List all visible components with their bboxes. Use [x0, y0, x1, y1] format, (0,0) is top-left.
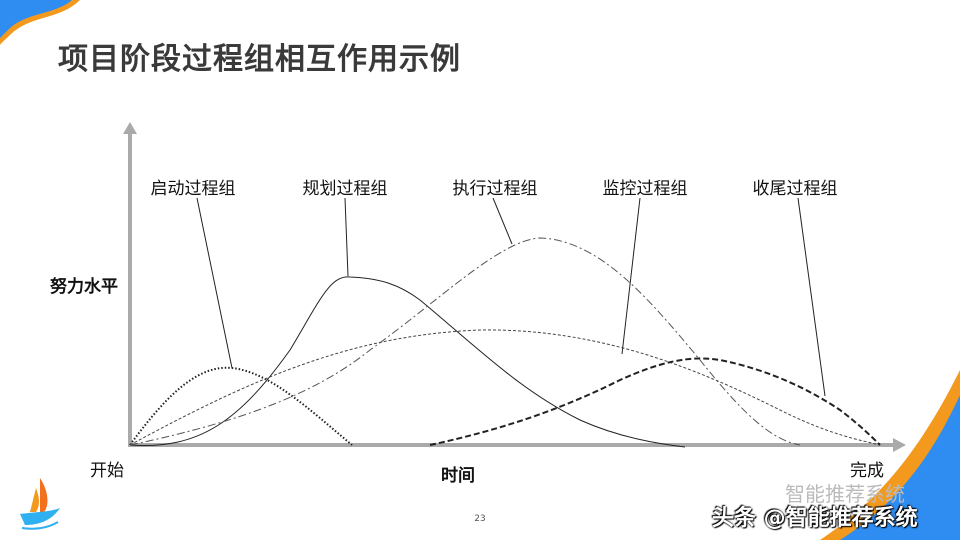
corner-decoration-bottom-right — [820, 370, 960, 540]
label-initiating: 启动过程组 — [150, 179, 236, 199]
watermark-line2: 头条 @智能推荐系统 — [712, 506, 918, 531]
x-start-label: 开始 — [90, 461, 124, 481]
curve-monitoring — [129, 329, 881, 446]
slide-title: 项目阶段过程组相互作用示例 — [58, 42, 461, 77]
label-monitoring: 监控过程组 — [602, 179, 688, 199]
x-axis-label: 时间 — [441, 466, 475, 486]
curve-closing — [429, 357, 881, 446]
curve-initiating — [129, 366, 353, 446]
y-axis-label: 努力水平 — [50, 277, 118, 297]
label-planning: 规划过程组 — [302, 179, 388, 199]
curve-planning — [129, 276, 686, 448]
leader-lines — [196, 197, 826, 397]
label-closing: 收尾过程组 — [752, 179, 838, 199]
label-executing: 执行过程组 — [452, 179, 538, 199]
corner-decoration-top-left — [0, 0, 80, 45]
curve-executing — [129, 237, 801, 446]
watermark-line1: 智能推荐系统 — [785, 482, 905, 506]
x-end-label: 完成 — [850, 461, 884, 481]
axes — [123, 122, 906, 452]
page-number: 23 — [474, 514, 486, 524]
sailboat-logo — [20, 478, 60, 530]
